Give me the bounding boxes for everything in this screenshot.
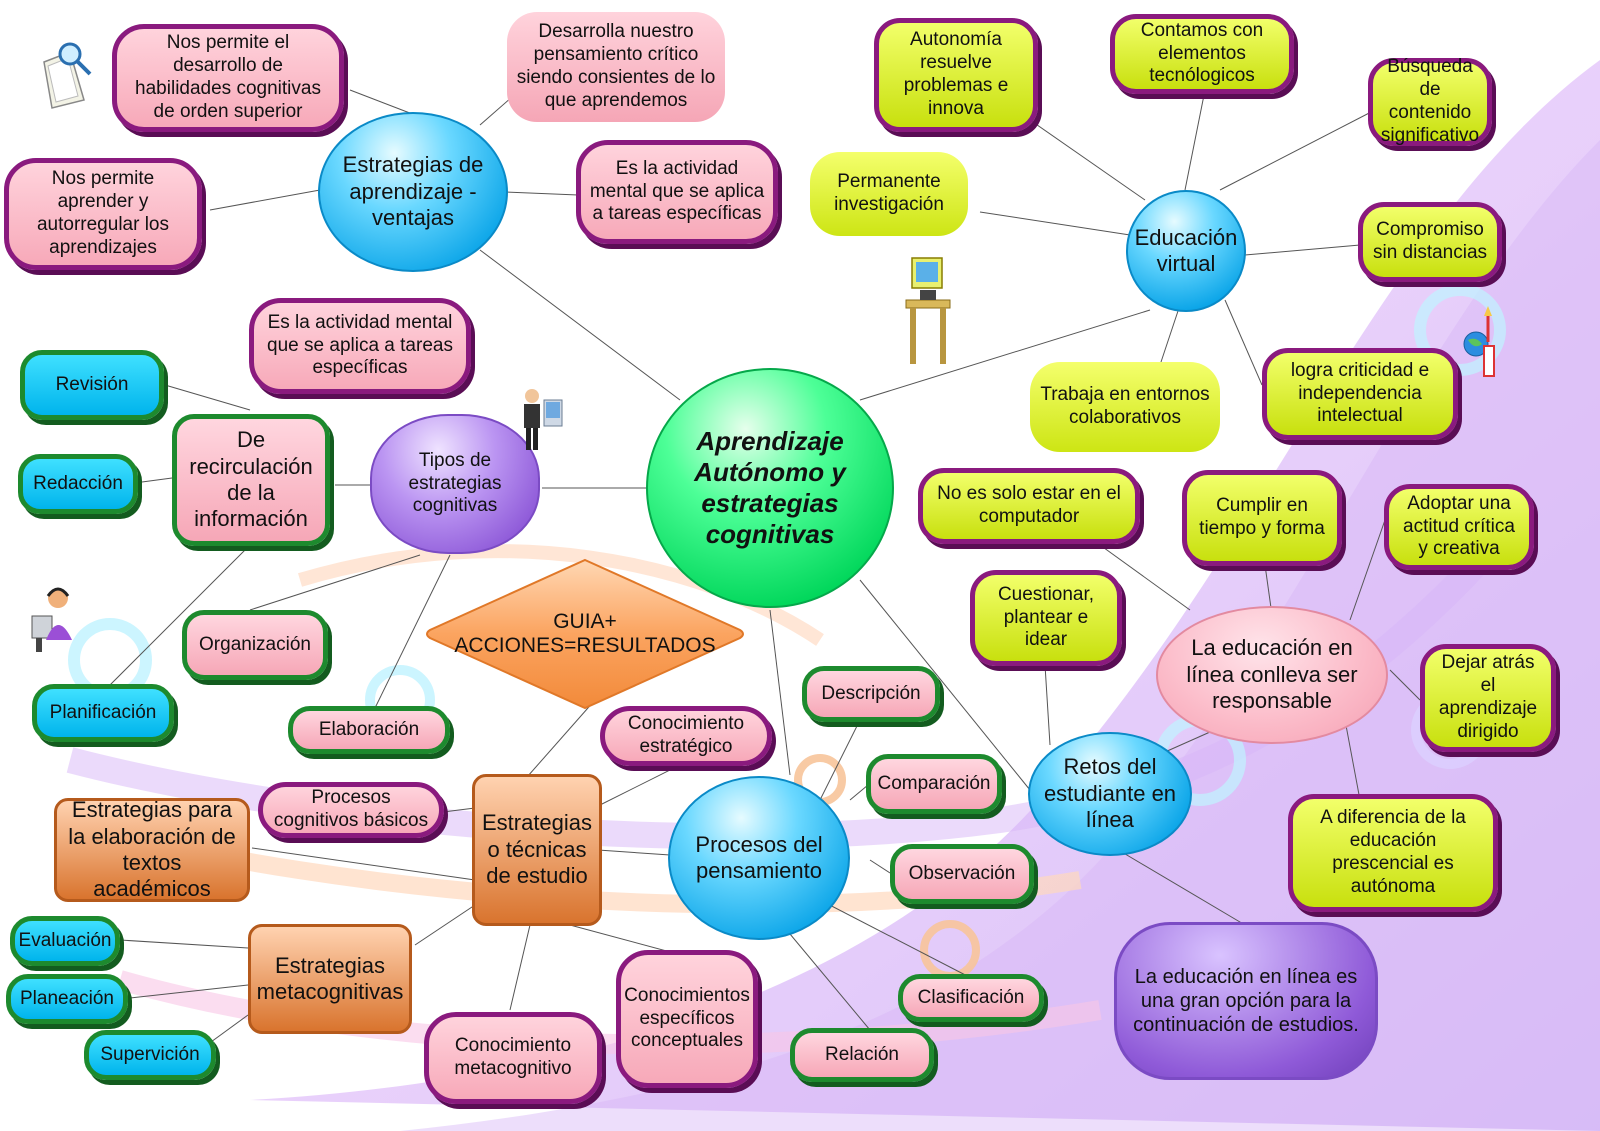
ventaja-pensamiento-critico: Desarrolla nuestro pensamiento crítico s… — [507, 12, 725, 122]
estrategias-ventajas-label: Estrategias de aprendizaje - ventajas — [342, 152, 484, 231]
center-topic-label: Aprendizaje Autónomo y estrategias cogni… — [694, 425, 846, 550]
tipo-planificacion: Planificación — [32, 684, 174, 742]
globe-rocket-icon — [1463, 306, 1495, 377]
conocimiento-metacognitivo: Conocimiento metacognitivo — [424, 1012, 602, 1104]
estrategias-estudio-label: Estrategias o técnicas de estudio — [481, 810, 593, 889]
center-topic: Aprendizaje Autónomo y estrategias cogni… — [646, 368, 894, 608]
meta-planeacion: Planeación — [6, 974, 128, 1024]
el-actitud-critica: Adoptar una actitud crítica y creativa — [1384, 484, 1534, 570]
educacion-linea-node: La educación en línea conlleva ser respo… — [1156, 606, 1388, 744]
procesos-pensamiento-node: Procesos del pensamiento — [668, 776, 850, 940]
ev-compromiso: Compromiso sin distancias — [1358, 202, 1502, 282]
meta-evaluacion: Evaluación — [10, 916, 120, 966]
guia-label: GUIA+ ACCIONES=RESULTADOS — [454, 609, 716, 657]
proceso-clasificacion: Clasificación — [898, 974, 1044, 1022]
tipos-estrategias-label: Tipos de estrategias cognitivas — [408, 449, 502, 517]
ventaja-actividad-mental-2: Es la actividad mental que se aplica a t… — [249, 298, 471, 394]
estrategias-ventajas-node: Estrategias de aprendizaje - ventajas — [318, 112, 508, 272]
ventaja-actividad-mental: Es la actividad mental que se aplica a t… — [576, 140, 778, 244]
estrategias-textos-academicos: Estrategias para la elaboración de texto… — [54, 797, 250, 902]
proceso-observacion: Observación — [890, 844, 1034, 904]
procesos-pensamiento-label: Procesos del pensamiento — [695, 831, 823, 883]
retos-estudiante-node: Retos del estudiante en línea — [1028, 732, 1192, 856]
guia-diamond-shape — [426, 558, 744, 710]
el-no-solo-computador: No es solo estar en el computador — [918, 468, 1140, 544]
estrategias-metacognitivas-label: Estrategias metacognitivas — [256, 952, 404, 1004]
guia-diamond: GUIA+ ACCIONES=RESULTADOS — [424, 556, 746, 712]
recirculacion-informacion: De recirculación de la información — [172, 414, 330, 546]
ev-entornos-colaborativos: Trabaja en entornos colaborativos — [1030, 362, 1220, 452]
educacion-virtual-label: Educación virtual — [1134, 224, 1238, 276]
ev-busqueda-contenido: Búsqueda de contenido significativo — [1368, 56, 1492, 146]
tipo-elaboracion: Elaboración — [288, 706, 450, 754]
educacion-virtual-node: Educación virtual — [1126, 190, 1246, 312]
tipos-estrategias-node: Tipos de estrategias cognitivas — [370, 414, 540, 554]
meta-supervicion: Supervición — [84, 1030, 216, 1080]
retos-estudiante-label: Retos del estudiante en línea — [1043, 754, 1177, 833]
ventaja-autorregular: Nos permite aprender y autorregular los … — [4, 158, 202, 270]
magnifier-book-icon — [43, 42, 92, 109]
ev-autonomia: Autonomía resuelve problemas e innova — [874, 18, 1038, 132]
tipo-redaccion: Redacción — [18, 454, 138, 514]
procesos-cognitivos-basicos: Procesos cognitivos básicos — [258, 782, 444, 838]
estrategias-estudio-node: Estrategias o técnicas de estudio — [472, 774, 602, 926]
ev-elementos-tecnologicos: Contamos con elementos tecnólogicos — [1110, 14, 1294, 94]
headset-operator-icon — [31, 587, 72, 652]
office-worker-icon — [524, 389, 563, 450]
proceso-relacion: Relación — [790, 1028, 934, 1082]
estrategias-metacognitivas-node: Estrategias metacognitivas — [248, 924, 412, 1034]
el-diferencia-presencial: A diferencia de la educación prescencial… — [1288, 794, 1498, 912]
el-dejar-atras: Dejar atrás el aprendizaje dirigido — [1420, 644, 1556, 752]
ev-permanente-investigacion: Permanente investigación — [810, 152, 968, 236]
ev-criticidad: logra criticidad e independencia intelec… — [1262, 348, 1458, 440]
tipo-revision: Revisión — [20, 350, 164, 420]
tipo-organizacion: Organización — [182, 610, 328, 680]
ventaja-habilidades: Nos permite el desarrollo de habilidades… — [112, 24, 344, 132]
proceso-descripcion: Descripción — [802, 666, 940, 722]
conocimiento-estrategico: Conocimiento estratégico — [600, 706, 772, 766]
el-cumplir-tiempo: Cumplir en tiempo y forma — [1182, 470, 1342, 566]
educacion-linea-opcion: La educación en línea es una gran opción… — [1114, 922, 1378, 1080]
educacion-linea-label: La educación en línea conlleva ser respo… — [1186, 635, 1358, 714]
proceso-comparacion: Comparación — [866, 754, 1002, 814]
conocimientos-especificos: Conocimientos específicos conceptuales — [616, 950, 758, 1088]
el-cuestionar: Cuestionar, plantear e idear — [970, 570, 1122, 666]
computer-desk-icon — [905, 257, 951, 364]
